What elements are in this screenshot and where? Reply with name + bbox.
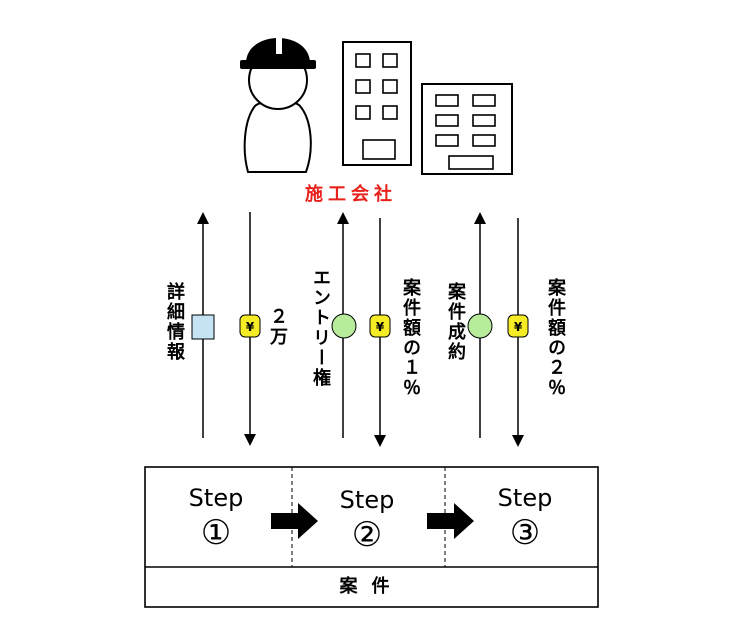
step-transition-arrow-2 xyxy=(427,503,474,539)
step-1-number: ① xyxy=(200,513,232,553)
step-1-label: Step xyxy=(188,484,244,512)
step-2-label: Step xyxy=(339,486,395,514)
yen-coin-icon-step3: ¥ xyxy=(507,314,529,338)
fee-step2-label: 案件額の１％ xyxy=(400,278,421,398)
fee-step3-label: 案件額の２％ xyxy=(545,278,566,398)
entry-circle-icon xyxy=(331,313,357,339)
step-3-label: Step xyxy=(497,484,553,512)
entry-right-label: エントリー権 xyxy=(310,268,331,388)
fee-step1-label: ２万 xyxy=(267,307,288,347)
contract-circle-icon xyxy=(467,313,493,339)
company-label: 施工会社 xyxy=(305,184,397,205)
short-building-icon xyxy=(421,83,513,175)
yen-symbol: ¥ xyxy=(246,320,255,334)
yen-symbol: ¥ xyxy=(376,320,385,334)
yen-symbol: ¥ xyxy=(514,320,523,334)
step-3-number: ③ xyxy=(509,513,541,553)
case-label: 案件 xyxy=(339,576,404,597)
step-1: Step ① xyxy=(141,486,291,550)
step-2: Step ② xyxy=(292,488,442,552)
step-transition-arrow-1 xyxy=(271,503,318,539)
tall-building-icon xyxy=(342,41,412,166)
yen-coin-icon-step2: ¥ xyxy=(369,314,391,338)
step-3: Step ③ xyxy=(450,486,600,550)
contract-label: 案件成約 xyxy=(445,282,466,362)
worker-icon xyxy=(240,20,316,173)
detail-info-square-icon xyxy=(191,314,215,340)
detail-info-label: 詳細情報 xyxy=(164,282,185,362)
yen-coin-icon-step1: ¥ xyxy=(239,314,261,338)
step-2-number: ② xyxy=(351,515,383,555)
